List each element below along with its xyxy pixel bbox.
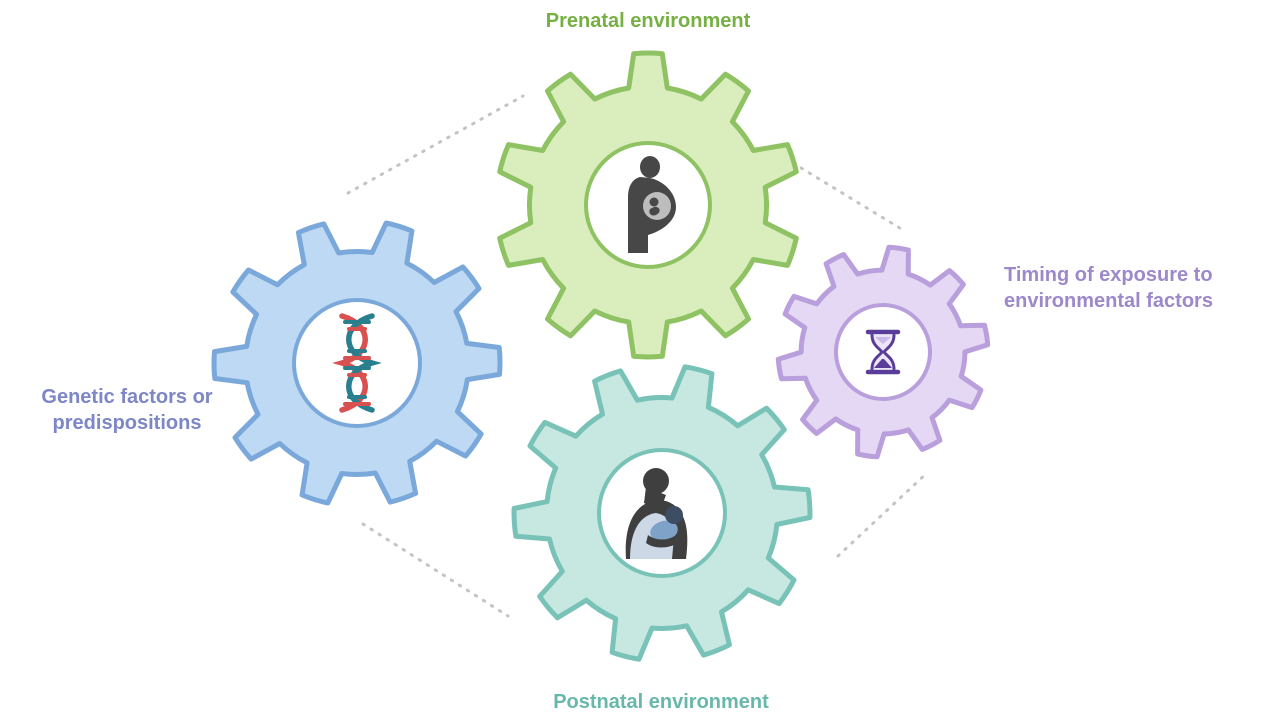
genetic-label-line2: predispositions [52,412,202,434]
postnatal-label: Postnatal environment [553,689,769,715]
genetic-label: Genetic factors or predispositions [18,384,236,436]
gears-layer [211,50,991,662]
connector-lines [346,94,930,618]
genetic-label-line1: Genetic factors or [41,386,213,408]
postnatal-label-text: Postnatal environment [553,691,769,713]
connector-line [361,522,510,618]
mother-baby-icon [625,468,688,559]
connector-line [836,470,930,558]
timing-label: Timing of exposure to environmental fact… [1004,262,1213,314]
timing-label-line1: Timing of exposure to [1004,264,1213,286]
prenatal-label: Prenatal environment [546,8,751,34]
gear-genetic-hub [292,298,422,428]
dna-icon [332,313,382,413]
hourglass-icon [865,329,901,375]
connector-line [346,94,525,195]
timing-label-line2: environmental factors [1004,290,1213,312]
connector-line [791,161,905,232]
icons-layer [332,156,901,559]
pregnant-woman-icon [628,156,676,253]
prenatal-label-text: Prenatal environment [545,10,751,32]
